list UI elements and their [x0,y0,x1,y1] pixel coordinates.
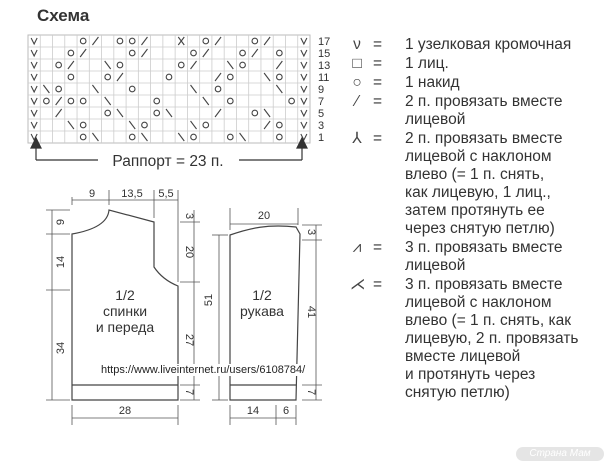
k3tog-icon: ⩘ [352,239,362,256]
chart-grid [27,34,311,144]
body-right-dim-3: 27 [183,334,195,346]
legend-equals: = [373,93,383,110]
legend-item: ⅄ = 2 п. провязать вместе лицевой с наклон… [350,130,610,238]
row-number: 15 [318,48,330,60]
body-label-line2: спинки [103,303,147,319]
legend-equals: = [373,74,383,91]
legend-equals: = [373,276,383,293]
sleeve-left-dim: 51 [203,294,215,306]
body-bottom-dim: 28 [119,405,131,417]
legend: ν = 1 узелковая кромочная □ = 1 лиц. ○ = 1 накид… [350,36,610,403]
legend-text: 1 накид [405,74,460,91]
legend-item: □ = 1 лиц. [350,55,610,73]
selvedge-icon: ν [353,36,361,53]
sleeve-right-dim-1: 3 [305,229,317,235]
body-top-dim-2: 13,5 [121,188,142,200]
repeat-bracket [30,136,308,161]
repeat-label: Раппорт = 23 п. [112,153,223,170]
sleeve-bottom-dim-1: 14 [247,405,259,417]
source-url: https://www.liveinternet.ru/users/610878… [99,364,308,376]
legend-equals: = [373,239,383,256]
legend-text: 1 лиц. [405,55,449,72]
sleeve-piece-outline [229,225,301,401]
legend-text: 2 п. провязать вместе лицевой [405,93,563,128]
sleeve-label-line2: рукава [240,303,284,319]
ssk-icon: ⅄ [352,130,362,147]
row-number: 13 [318,60,330,72]
row-number: 1 [318,132,324,144]
watermark-logo: Страна Мам [516,447,604,461]
legend-equals: = [373,36,383,53]
body-top-dim-3: 5,5 [158,188,173,200]
body-dimension-lines [46,190,200,425]
sk2p-icon: ⋌ [350,276,366,293]
body-left-dim-3: 34 [55,342,67,354]
legend-equals: = [373,55,383,72]
body-left-dim-1: 9 [55,219,67,225]
body-top-dim-1: 9 [89,188,95,200]
body-label-line3: и переда [96,319,155,335]
yarn-over-icon: ○ [352,74,362,91]
sleeve-label-line1: 1/2 [252,287,272,303]
legend-item: ⁄ = 2 п. провязать вместе лицевой [350,93,610,129]
legend-item: ⩘ = 3 п. провязать вместе лицевой [350,239,610,275]
body-right-dim-1: 3 [183,213,195,219]
legend-item: ⋌ = 3 п. провязать вместе лицевой с наклон… [350,276,610,402]
legend-text: 3 п. провязать вместе лицевой с наклоном… [405,276,579,401]
body-label-line1: 1/2 [115,287,135,303]
knit-stitch-icon: □ [352,55,362,72]
k2tog-icon: ⁄ [355,93,359,110]
body-right-dim-2: 20 [183,246,195,258]
row-number: 3 [318,120,324,132]
legend-text: 1 узелковая кромочная [405,36,572,53]
row-number: 11 [318,72,329,84]
sleeve-bottom-dim-2: 6 [283,405,289,417]
chart-title: Схема [37,6,90,25]
row-number: 9 [318,84,324,96]
body-piece-outline [71,209,179,401]
body-left-dim-2: 14 [55,256,67,268]
legend-text: 2 п. провязать вместе лицевой с наклоном… [405,130,563,237]
legend-item: ○ = 1 накид [350,74,610,92]
body-right-dim-4: 7 [183,389,195,395]
row-number: 17 [318,36,330,48]
sleeve-top-dim: 20 [258,210,270,222]
legend-text: 3 п. провязать вместе лицевой [405,239,563,274]
sleeve-right-dim-3: 7 [305,389,317,395]
row-number: 5 [318,108,324,120]
sleeve-right-dim-2: 41 [305,306,317,318]
legend-item: ν = 1 узелковая кромочная [350,36,610,54]
legend-equals: = [373,130,383,147]
row-number: 7 [318,96,324,108]
